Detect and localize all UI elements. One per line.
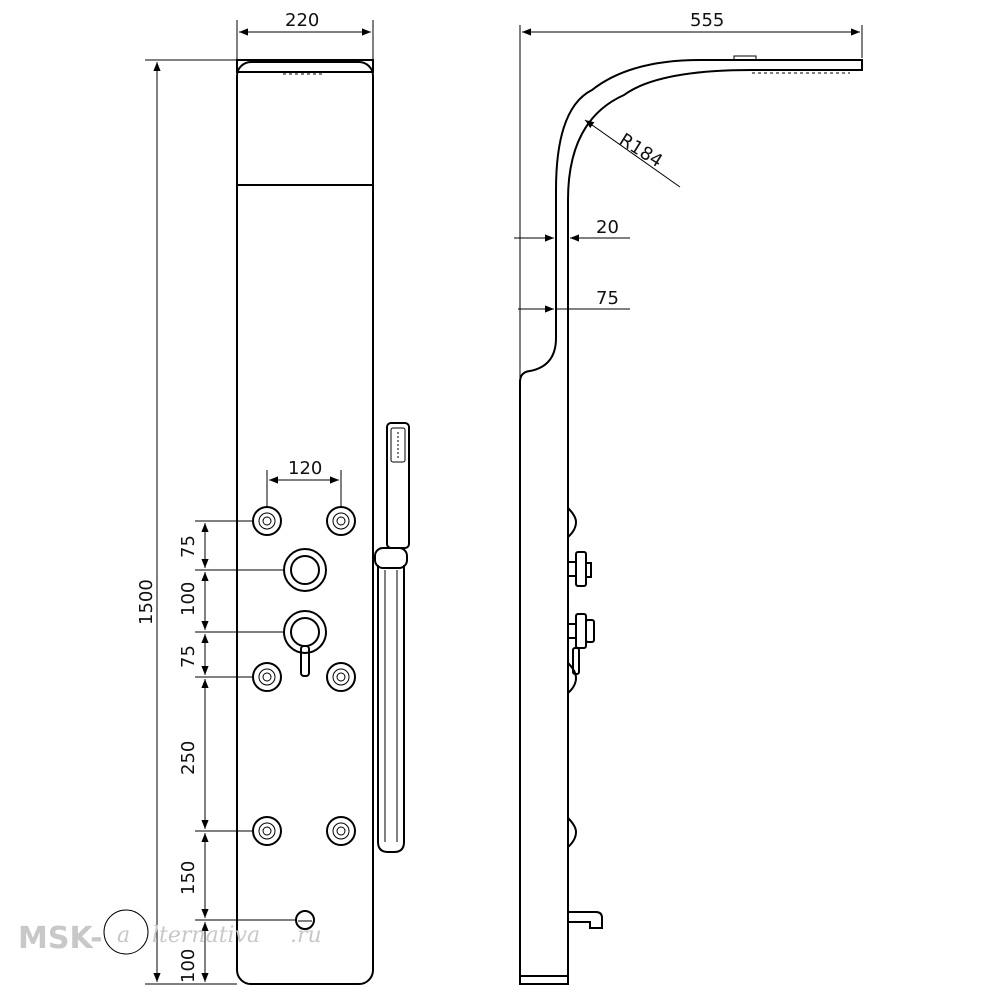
body-jet-2 — [326, 506, 356, 536]
svg-text:lternativa: lternativa — [152, 923, 260, 948]
front-view: 220 1500 120 — [136, 10, 410, 985]
dim-label-side-depth: 555 — [690, 10, 724, 31]
hand-shower-holder — [374, 547, 408, 569]
side-tub-spout — [567, 911, 603, 929]
dim-label-gap-6: 100 — [178, 949, 199, 983]
dim-label-gap-5: 150 — [178, 861, 199, 895]
mixer-lever — [283, 610, 327, 677]
dim-label-gap-3: 75 — [178, 645, 199, 668]
body-jet-4 — [326, 662, 356, 692]
side-diverter — [567, 551, 592, 587]
watermark-logo: MSK- a lternativa .ru — [18, 909, 322, 956]
dim-label-pipe-thickness: 20 — [596, 217, 619, 238]
diverter-knob — [283, 548, 327, 592]
hand-shower-hose — [377, 565, 405, 853]
hand-shower — [374, 422, 410, 853]
body-jet-1 — [252, 506, 282, 536]
svg-text:a: a — [117, 923, 130, 948]
dim-label-gap-1: 75 — [178, 535, 199, 558]
body-jets — [252, 506, 356, 846]
dim-label-gap-4: 250 — [178, 741, 199, 775]
dim-label-gap-2: 100 — [178, 582, 199, 616]
dim-label-radius: R184 — [615, 129, 666, 172]
body-jet-5 — [252, 816, 282, 846]
vertical-dim-chain: 75 100 75 250 150 100 — [178, 520, 296, 985]
dim-label-total-height: 1500 — [136, 579, 157, 625]
body-jet-3 — [252, 662, 282, 692]
svg-text:.ru: .ru — [290, 923, 322, 948]
dim-label-nozzle-spacing: 120 — [288, 458, 322, 479]
svg-text:MSK-: MSK- — [18, 921, 103, 956]
dim-label-panel-depth: 75 — [596, 288, 619, 309]
side-panel-outline — [519, 59, 863, 985]
front-top-cap — [236, 59, 374, 73]
side-view: 555 R184 20 75 — [514, 10, 863, 985]
body-jet-6 — [326, 816, 356, 846]
front-panel-body — [236, 61, 374, 985]
dim-label-front-width: 220 — [285, 10, 319, 31]
dim-line-radius — [584, 119, 681, 188]
side-jets — [567, 507, 578, 848]
side-mixer — [567, 613, 595, 675]
